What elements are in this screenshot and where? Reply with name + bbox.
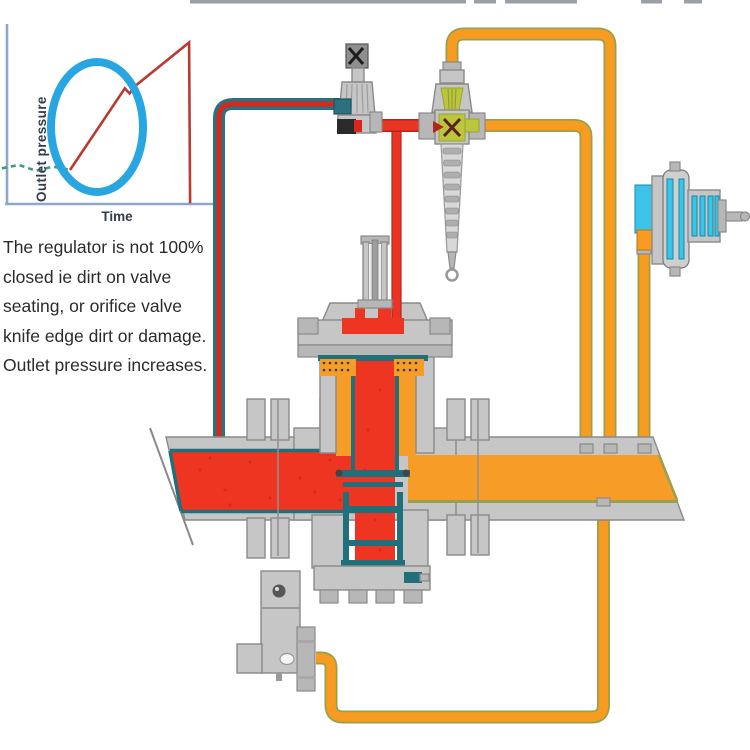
caption-line: knife edge dirt or damage.	[3, 325, 207, 346]
pilot-regulator	[418, 61, 486, 282]
flow-speckles	[198, 456, 342, 507]
pilot-feed-downpipe	[391, 127, 402, 329]
seat-cage	[335, 469, 410, 569]
pilot-spring-coils	[442, 147, 462, 239]
chart-xlabel: Time	[101, 209, 133, 224]
bonnet-pressure-chamber	[342, 308, 404, 334]
monitor-regulator	[634, 161, 750, 277]
main-regulator-valve	[246, 127, 490, 604]
pipe-flanges	[246, 398, 490, 559]
outlet-passage-right	[398, 360, 416, 456]
bracket-flange	[296, 626, 316, 692]
outlet-passage-left	[336, 360, 352, 456]
caption-line: The regulator is not 100%	[3, 237, 204, 257]
bottom-loop-pipe	[316, 502, 610, 724]
needle-valve	[333, 43, 383, 134]
monitor-stem	[725, 211, 743, 222]
top-crop-artifact	[190, 0, 702, 4]
vent-bracket	[236, 570, 316, 692]
pilot-adjuster-ring	[445, 268, 459, 282]
pressure-chart	[1, 24, 217, 206]
caption-line: Outlet pressure increases.	[3, 355, 208, 376]
sensing-impulse-pipe	[213, 98, 342, 450]
highlight-circle	[47, 58, 147, 196]
caption-text: The regulator is not 100% closed ie dirt…	[3, 233, 235, 381]
monitor-spring-coils	[691, 195, 720, 237]
outer-orange-control-pipe	[445, 27, 617, 450]
caption-line: seating, or orifice valve	[3, 296, 182, 317]
chart-ylabel: Outlet pressure	[34, 96, 49, 202]
valve-flow-red	[355, 355, 395, 570]
inner-orange-control-pipe	[467, 119, 593, 450]
needle-valve-block	[337, 119, 356, 134]
bottom-flange	[313, 565, 431, 604]
monitor-body-cyan	[634, 184, 655, 234]
pipe-break-line	[149, 427, 194, 546]
needle-valve-inlet	[333, 98, 352, 115]
diaphragm-ring	[318, 355, 428, 376]
pilot-outlet-port	[464, 118, 480, 133]
caption-line: closed ie dirt on valve	[3, 266, 172, 287]
stem-yoke	[357, 235, 393, 309]
inlet-flow-red	[171, 452, 370, 510]
outlet-flow-orange	[408, 455, 677, 500]
